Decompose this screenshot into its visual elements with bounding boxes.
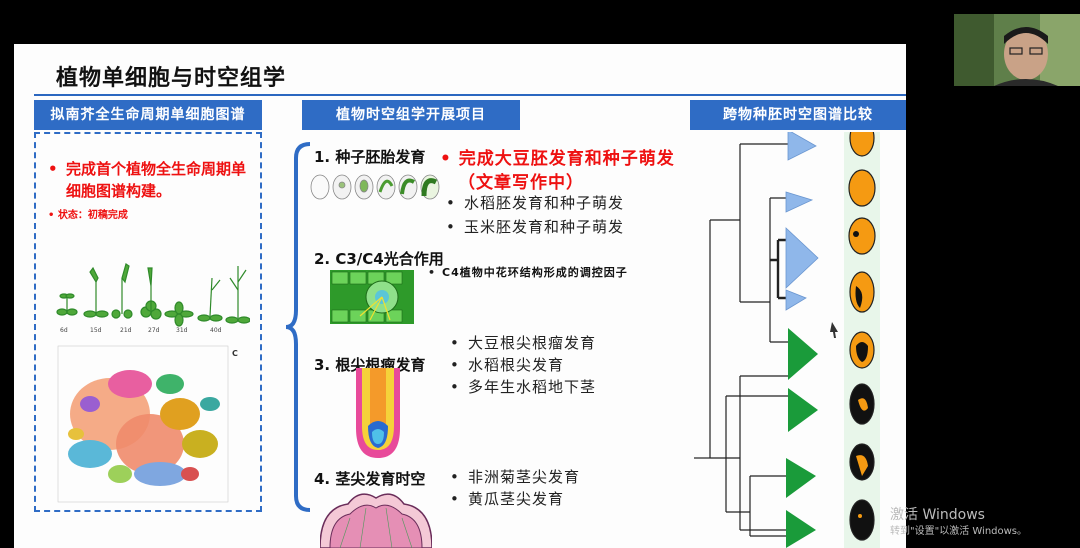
webcam-video-thumbnail[interactable] [954, 14, 1080, 86]
title-divider [34, 94, 906, 96]
grouping-brace [285, 142, 311, 512]
bullet-dot: • [48, 160, 58, 178]
left-panel-box: • 完成首个植物全生命周期单细胞图谱构建。 • 状态：初稿完成 6d 15d 2… [34, 132, 262, 512]
presentation-slide: 植物单细胞与时空组学 拟南芥全生命周期单细胞图谱 • 完成首个植物全生命周期单细… [14, 44, 906, 548]
root-tip-image [356, 368, 400, 458]
list-item: •黄瓜茎尖发育 [450, 490, 565, 508]
item-1-highlight-note: （文章写作中） [458, 173, 584, 193]
cross-species-tree-image [694, 132, 880, 548]
middle-panel-header: 植物时空组学开展项目 [302, 100, 520, 130]
windows-activation-hint: 转到"设置"以激活 Windows。 [890, 526, 1028, 537]
embryo-stages-image [310, 174, 440, 200]
left-panel-bullet: • 完成首个植物全生命周期单细胞图谱构建。 [48, 160, 247, 200]
list-item: •玉米胚发育和种子萌发 [446, 218, 625, 236]
stage-label: 21d [120, 327, 132, 334]
slide-title: 植物单细胞与时空组学 [56, 65, 287, 91]
shoot-apex-image [320, 493, 432, 548]
list-item: •水稻根尖发育 [450, 356, 565, 374]
tsne-plot-image: C [57, 345, 238, 503]
list-item: •C4植物中花环结构形成的调控因子 [428, 266, 628, 279]
list-item: •大豆根尖根瘤发育 [450, 334, 597, 352]
list-item: •非洲菊茎尖发育 [450, 468, 581, 486]
stage-label: 15d [90, 327, 102, 334]
item-1-title: 1. 种子胚胎发育 [314, 148, 426, 166]
windows-activation-watermark: 激活 Windows [890, 507, 985, 523]
stage-label: 27d [148, 327, 160, 334]
kranz-anatomy-image [330, 270, 414, 324]
item-4-title: 4. 茎尖发育时空 [314, 470, 426, 488]
panel-label: C [232, 349, 238, 358]
item-1-highlight: • 完成大豆胚发育和种子萌发 [440, 149, 675, 169]
seedling-stages-image: 6d 15d 21d 27d 31d 40d [56, 263, 250, 334]
left-panel-status: • 状态：初稿完成 [48, 210, 128, 221]
left-panel-header: 拟南芥全生命周期单细胞图谱 [34, 100, 262, 130]
item-2-title: 2. C3/C4光合作用 [314, 250, 444, 268]
stage-label: 6d [60, 327, 68, 334]
list-item: •水稻胚发育和种子萌发 [446, 194, 625, 212]
stage-label: 31d [176, 327, 188, 334]
stage-label: 40d [210, 327, 222, 334]
right-panel-header: 跨物种胚时空图谱比较 [690, 100, 906, 130]
list-item: •多年生水稻地下茎 [450, 378, 597, 396]
